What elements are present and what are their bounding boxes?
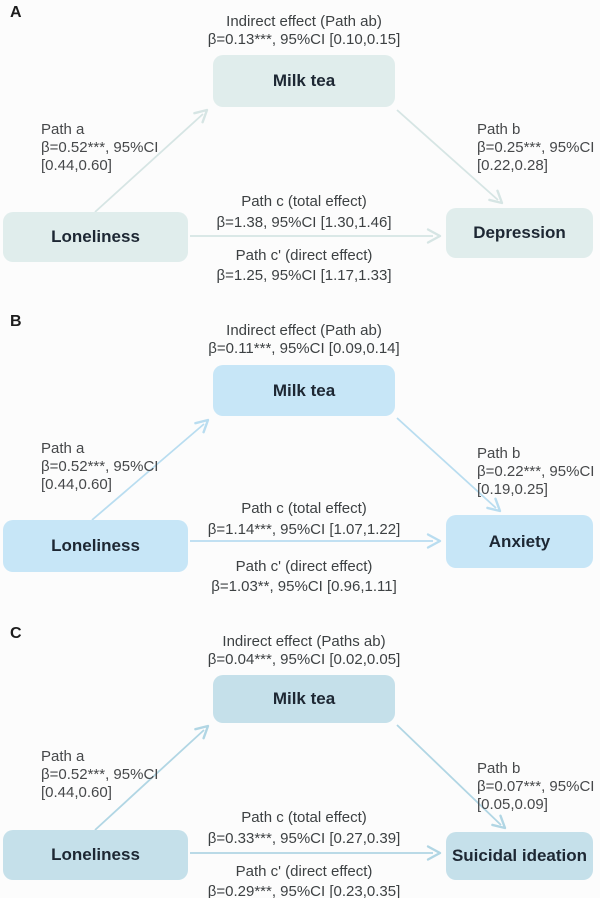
path-c-direct-stat: β=1.03**, 95%CI [0.96,1.11]: [211, 578, 397, 595]
path-b-ci: [0.05,0.09]: [477, 796, 548, 813]
outcome-box: Anxiety: [446, 515, 593, 568]
path-b-label: Path b β=0.25***, 95%CI [0.22,0.28]: [477, 121, 594, 175]
path-c-direct-stat: β=1.25, 95%CI [1.17,1.33]: [216, 267, 392, 284]
indirect-effect-title: Indirect effect (Path ab): [226, 13, 382, 30]
path-c-total-stat: β=0.33***, 95%CI [0.27,0.39]: [207, 830, 401, 847]
path-a-ci: [0.44,0.60]: [41, 784, 112, 801]
path-a-label: Path a β=0.52***, 95%CI [0.44,0.60]: [41, 121, 158, 175]
path-a-name: Path a: [41, 121, 85, 138]
path-b-stat: β=0.25***, 95%CI: [477, 139, 595, 156]
path-a-name: Path a: [41, 748, 85, 765]
panel-label: B: [10, 313, 22, 330]
path-c-total-label: Path c (total effect): [241, 193, 367, 210]
path-c-direct-label: Path c' (direct effect): [235, 863, 373, 880]
indirect-effect-stat: β=0.13***, 95%CI [0.10,0.15]: [207, 31, 401, 48]
panel-a: A Indirect effect (Path ab) β=0.13***, 9…: [0, 0, 600, 300]
path-a-label: Path a β=0.52***, 95%CI [0.44,0.60]: [41, 440, 158, 494]
indirect-effect-title: Indirect effect (Paths ab): [222, 633, 386, 650]
path-b-stat: β=0.22***, 95%CI: [477, 463, 595, 480]
path-a-ci: [0.44,0.60]: [41, 476, 112, 493]
path-b-ci: [0.19,0.25]: [477, 481, 548, 498]
path-b-label: Path b β=0.22***, 95%CI [0.19,0.25]: [477, 445, 594, 499]
path-a-arrowhead: [194, 418, 210, 434]
path-b-stat: β=0.07***, 95%CI: [477, 778, 595, 795]
outcome-box: Depression: [446, 208, 593, 258]
predictor-box: Loneliness: [3, 830, 188, 880]
path-b-name: Path b: [477, 445, 521, 462]
indirect-effect-stat: β=0.11***, 95%CI [0.09,0.14]: [208, 340, 400, 357]
path-c-direct-label: Path c' (direct effect): [235, 247, 373, 264]
path-c-total-label: Path c (total effect): [241, 809, 367, 826]
path-a-arrowhead: [193, 108, 209, 124]
mediator-box: Milk tea: [213, 365, 395, 416]
path-a-stat: β=0.52***, 95%CI: [41, 139, 159, 156]
path-c-arrowhead: [426, 845, 442, 861]
path-b-label: Path b β=0.07***, 95%CI [0.05,0.09]: [477, 760, 594, 814]
path-a-arrowhead: [194, 724, 210, 740]
mediator-box: Milk tea: [213, 55, 395, 107]
path-a-stat: β=0.52***, 95%CI: [41, 458, 159, 475]
indirect-effect-stat: β=0.04***, 95%CI [0.02,0.05]: [207, 651, 401, 668]
outcome-box: Suicidal ideation: [446, 832, 593, 880]
path-a-name: Path a: [41, 440, 85, 457]
panel-b: B Indirect effect (Path ab) β=0.11***, 9…: [0, 300, 600, 600]
path-c-total-stat: β=1.38, 95%CI [1.30,1.46]: [216, 214, 392, 231]
panel-c: C Indirect effect (Paths ab) β=0.04***, …: [0, 600, 600, 898]
predictor-box: Loneliness: [3, 212, 188, 262]
path-c-arrowhead: [426, 228, 442, 244]
panel-label: C: [10, 625, 22, 642]
panel-label: A: [10, 4, 22, 21]
path-c-direct-label: Path c' (direct effect): [235, 558, 373, 575]
indirect-effect-title: Indirect effect (Path ab): [226, 322, 382, 339]
predictor-box: Loneliness: [3, 520, 188, 572]
mediator-box: Milk tea: [213, 675, 395, 723]
path-c-total-stat: β=1.14***, 95%CI [1.07,1.22]: [207, 521, 401, 538]
path-b-ci: [0.22,0.28]: [477, 157, 548, 174]
path-a-ci: [0.44,0.60]: [41, 157, 112, 174]
path-a-label: Path a β=0.52***, 95%CI [0.44,0.60]: [41, 748, 158, 802]
path-c-total-label: Path c (total effect): [241, 500, 367, 517]
path-c-direct-stat: β=0.29***, 95%CI [0.23,0.35]: [207, 883, 401, 898]
path-b-name: Path b: [477, 121, 521, 138]
path-a-stat: β=0.52***, 95%CI: [41, 766, 159, 783]
path-b-name: Path b: [477, 760, 521, 777]
